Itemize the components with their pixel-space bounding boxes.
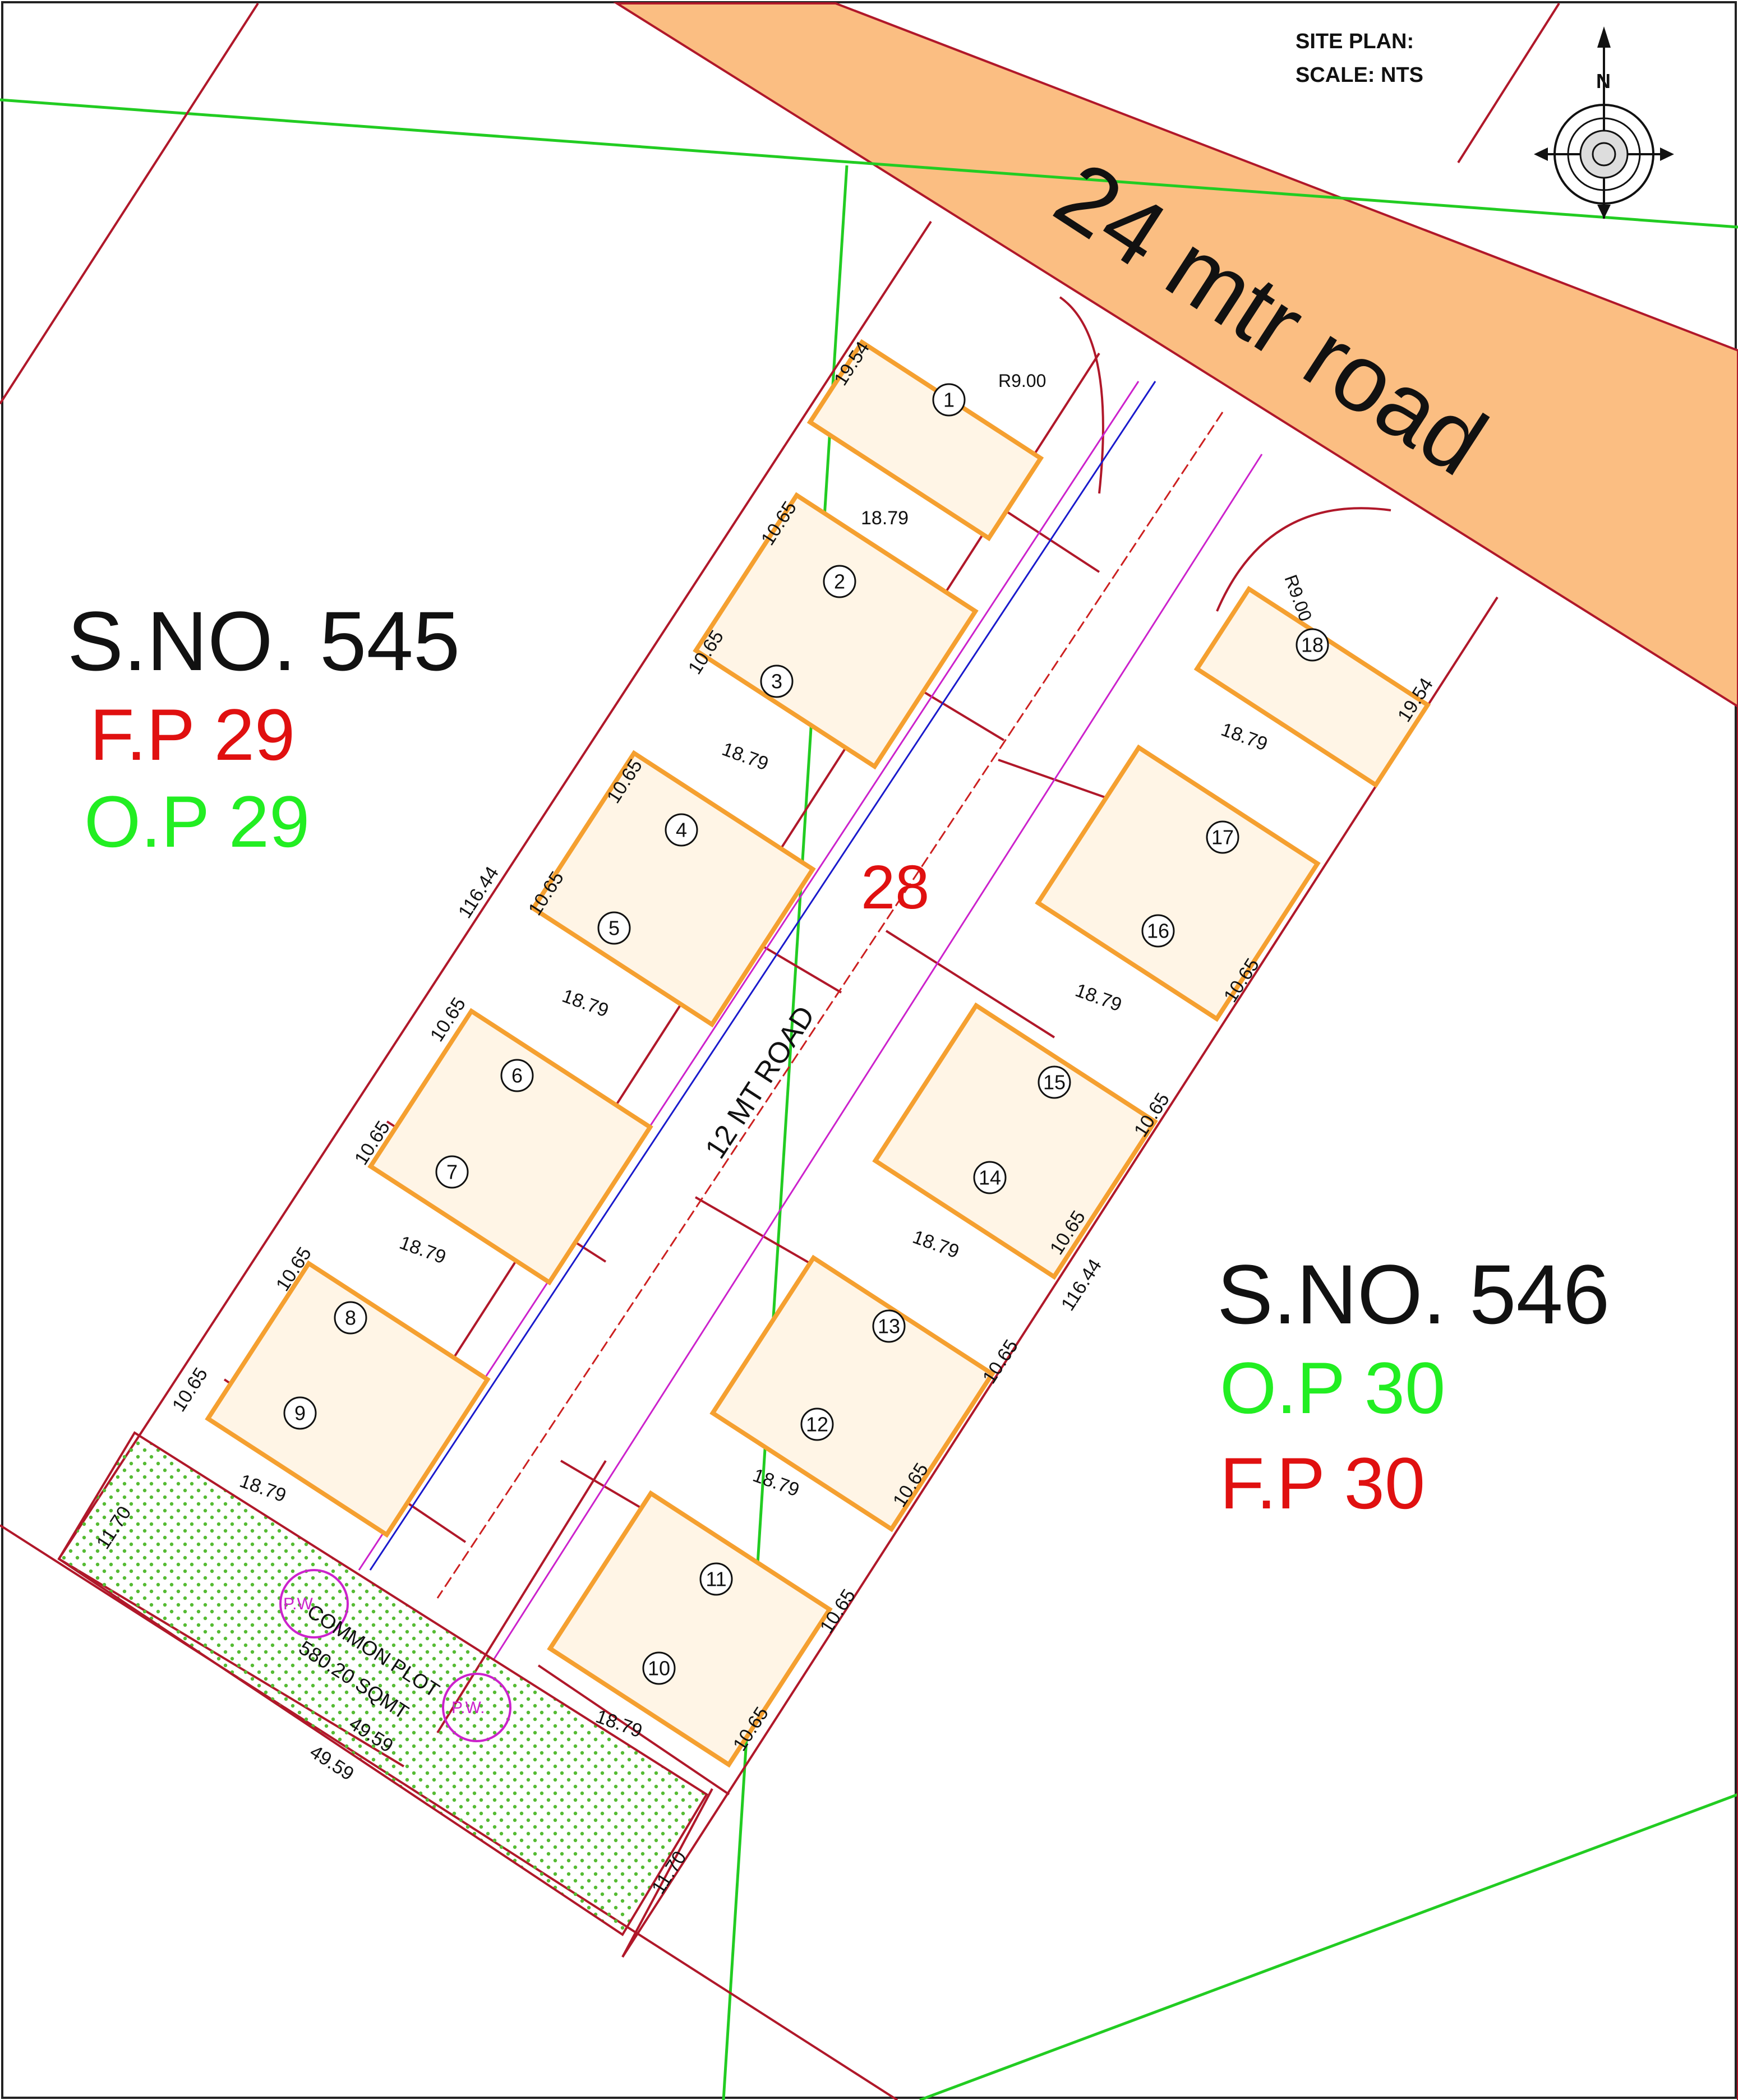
east-survey-number: S.NO. 546 bbox=[1217, 1247, 1610, 1341]
site-plan-title: SITE PLAN: bbox=[1296, 30, 1414, 53]
plot-4: 4 bbox=[676, 819, 687, 842]
plot-14: 14 bbox=[979, 1166, 1001, 1189]
pw-label-2: P.W. bbox=[451, 1699, 485, 1717]
internal-road-number: 28 bbox=[861, 853, 929, 922]
survey-boundary-lines bbox=[0, 98, 1738, 2100]
plot-6: 6 bbox=[511, 1064, 523, 1087]
dim-width-9: 10.65 bbox=[168, 1364, 212, 1415]
dim-depth-12: 18.79 bbox=[750, 1465, 802, 1501]
common-plot-area bbox=[57, 1431, 708, 1936]
west-op-label: O.P 29 bbox=[84, 781, 310, 862]
plot-9: 9 bbox=[294, 1402, 306, 1425]
plot-2: 2 bbox=[834, 570, 845, 593]
building-16-17 bbox=[1035, 744, 1321, 1022]
main-road-band bbox=[613, 2, 1738, 708]
plot-10: 10 bbox=[648, 1657, 670, 1680]
east-op-label: O.P 30 bbox=[1220, 1347, 1445, 1429]
compass-north-label: N bbox=[1596, 70, 1611, 93]
plot-number-labels: 1 2 3 4 5 6 7 8 9 10 11 12 13 14 15 16 1… bbox=[294, 389, 1324, 1680]
plot-17: 17 bbox=[1211, 826, 1234, 849]
pw-circle-2 bbox=[442, 1673, 511, 1742]
building-8-9 bbox=[205, 1260, 491, 1538]
plot-number-circles bbox=[283, 383, 1329, 1685]
plot-11: 11 bbox=[706, 1568, 726, 1591]
plot-13: 13 bbox=[878, 1315, 900, 1338]
plot-15: 15 bbox=[1043, 1071, 1066, 1094]
plot-7: 7 bbox=[446, 1161, 458, 1184]
site-plan-scale: SCALE: NTS bbox=[1296, 63, 1423, 87]
corner-radius-curves bbox=[1059, 296, 1391, 612]
east-fp-label: F.P 30 bbox=[1220, 1442, 1425, 1524]
road-direction-lines bbox=[358, 381, 1263, 1660]
west-survey-number: S.NO. 545 bbox=[67, 594, 460, 688]
building-10-11 bbox=[547, 1490, 833, 1768]
plot-18: 18 bbox=[1301, 634, 1324, 657]
pw-circle-1 bbox=[279, 1569, 349, 1639]
plot-16: 16 bbox=[1147, 920, 1169, 943]
dim-depth-16: 18.79 bbox=[1072, 980, 1124, 1016]
plot-8: 8 bbox=[345, 1307, 356, 1330]
dim-depth-1: 18.79 bbox=[861, 507, 909, 529]
building-12-13 bbox=[709, 1254, 995, 1533]
dim-depth-7: 18.79 bbox=[397, 1232, 449, 1268]
plot-1: 1 bbox=[943, 389, 955, 412]
dim-depth-14: 18.79 bbox=[910, 1226, 962, 1263]
plot-5: 5 bbox=[608, 917, 620, 940]
building-18 bbox=[1193, 585, 1431, 788]
plot-12: 12 bbox=[806, 1413, 828, 1436]
building-blocks bbox=[205, 339, 1431, 1768]
dim-radius-west: R9.00 bbox=[998, 371, 1046, 391]
building-14-15 bbox=[872, 1002, 1158, 1280]
dim-width-13: 10.65 bbox=[979, 1336, 1022, 1387]
pw-label-1: P.W. bbox=[283, 1595, 316, 1613]
dim-depth-18: 18.79 bbox=[1218, 719, 1270, 755]
building-6-7 bbox=[367, 1008, 653, 1286]
dim-depth-5: 18.79 bbox=[559, 985, 611, 1022]
dim-depth-3: 18.79 bbox=[719, 739, 771, 775]
compass-rose-icon: N bbox=[1534, 26, 1674, 219]
building-2-3 bbox=[693, 492, 979, 770]
building-4-5 bbox=[530, 750, 816, 1028]
plot-3: 3 bbox=[771, 670, 782, 693]
west-fp-label: F.P 29 bbox=[90, 694, 295, 776]
